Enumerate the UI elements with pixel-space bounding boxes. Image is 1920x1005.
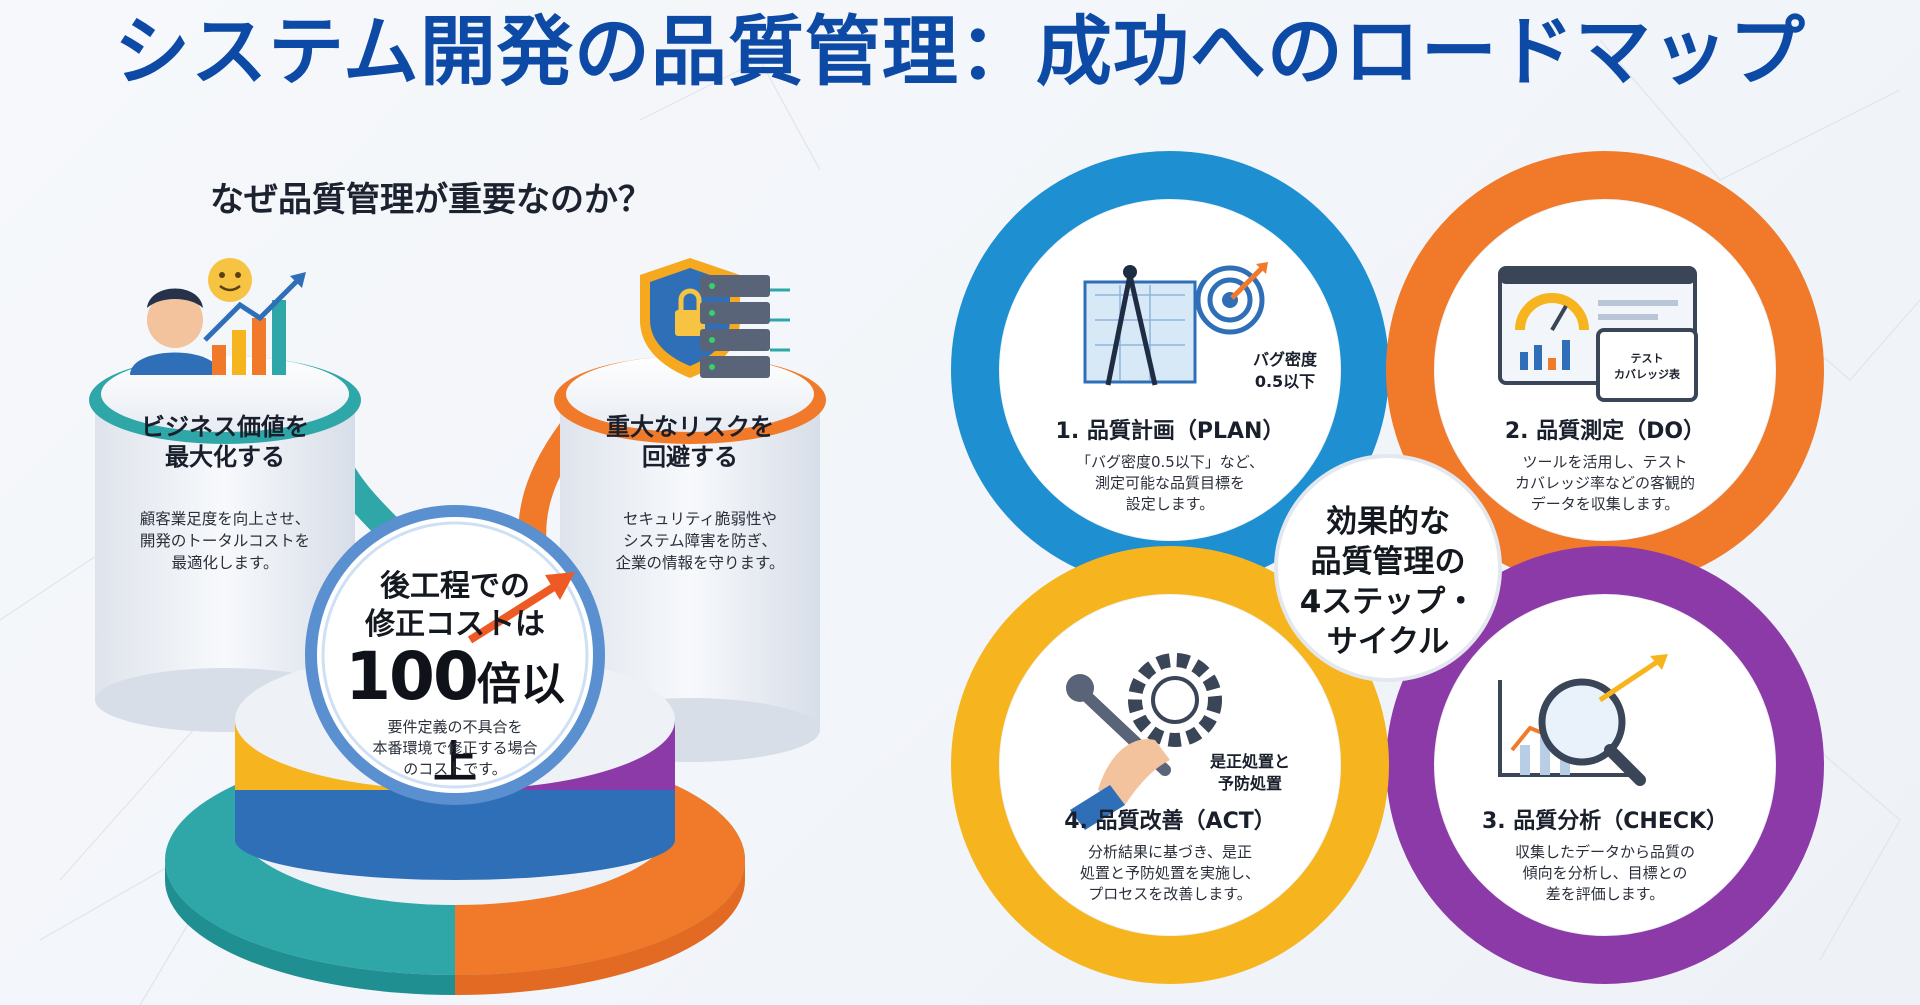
smile-icon	[208, 258, 252, 302]
up-arrow	[467, 576, 568, 644]
business-body-3: 最適化します。	[171, 554, 279, 572]
cost-line-1: 後工程での	[380, 569, 530, 604]
act-heading: 4. 品質改善（ACT）	[1064, 809, 1276, 834]
cost-line-2: 修正コストは	[365, 607, 545, 642]
act-icon-label-2: 予防処置	[1217, 774, 1282, 793]
cycle-center-3: 4ステップ・	[1299, 584, 1477, 620]
page-title: システム開発の品質管理：成功へのロードマップ	[114, 7, 1806, 96]
do-body-2: カバレッジ率などの客観的	[1514, 474, 1695, 492]
cost-number: 100	[345, 638, 479, 715]
plan-icon-label-1: バグ密度	[1252, 350, 1317, 369]
act-icon-label-1: 是正処置と	[1209, 752, 1290, 771]
ring-check	[1386, 546, 1824, 984]
target-icon	[1195, 262, 1268, 335]
cycle-center-1: 効果的な	[1326, 504, 1450, 540]
do-body-3: データを収集します。	[1530, 495, 1680, 513]
do-icon-label-2: カバレッジ表	[1614, 368, 1680, 381]
risk-body-3: 企業の情報を守ります。	[615, 554, 785, 572]
act-body-1: 分析結果に基づき、是正	[1088, 843, 1252, 861]
act-body-2: 処置と予防処置を実施し、	[1079, 864, 1260, 882]
business-heading-2: 最大化する	[165, 443, 285, 471]
cost-unit: 倍以上	[433, 659, 565, 788]
ring-act	[951, 546, 1389, 984]
disc-check	[1435, 595, 1775, 935]
plan-body-1: 「バグ密度0.5以下」など、	[1075, 453, 1265, 471]
blueprint-compass-icon	[1083, 265, 1197, 386]
plan-body-3: 設定します。	[1125, 495, 1215, 513]
shield-server-icon	[640, 258, 790, 378]
risk-heading-1: 重大なリスクを	[606, 413, 774, 441]
do-heading: 2. 品質測定（DO）	[1504, 419, 1706, 444]
cost-note-1: 要件定義の不具合を	[387, 718, 523, 736]
check-body-3: 差を評価します。	[1545, 885, 1665, 903]
check-body-2: 傾向を分析し、目標との	[1522, 864, 1688, 882]
gear-wrench-icon	[1066, 653, 1222, 830]
cycle-center-2: 品質管理の	[1310, 544, 1466, 580]
section-subtitle: なぜ品質管理が重要なのか？	[210, 180, 652, 220]
risk-heading-2: 回避する	[642, 443, 738, 471]
risk-body-1: セキュリティ脆弱性や	[622, 510, 778, 528]
do-icon-label-1: テスト	[1630, 352, 1664, 365]
cylinder-business	[89, 356, 361, 732]
cost-number-row: 100倍以上	[325, 642, 585, 798]
check-heading: 3. 品質分析（CHECK）	[1481, 809, 1729, 834]
business-body-2: 開発のトータルコストを	[139, 532, 311, 550]
person-chart-icon	[130, 272, 306, 375]
do-body-1: ツールを活用し、テスト	[1522, 453, 1688, 471]
business-body-1: 顧客業足度を向上させ、	[139, 510, 311, 528]
center-circle	[1274, 454, 1502, 682]
cycle-center-4: サイクル	[1326, 624, 1450, 660]
act-body-3: プロセスを改善します。	[1088, 885, 1252, 903]
business-heading-1: ビジネス価値を	[141, 413, 309, 441]
plan-body-2: 測定可能な品質目標を	[1094, 474, 1245, 492]
plan-icon-label-2: 0.5以下	[1254, 372, 1316, 391]
cost-note-3: のコストです。	[403, 760, 507, 778]
magnifier-chart-icon	[1498, 654, 1668, 786]
cost-note-2: 本番環境で修正する場合	[372, 739, 538, 757]
center-disc	[305, 505, 605, 805]
risk-body-2: システム障害を防ぎ、	[623, 532, 777, 550]
plan-heading: 1. 品質計画（PLAN）	[1055, 419, 1285, 444]
up-arrow-head	[545, 572, 575, 600]
tablet-icon	[1596, 328, 1698, 402]
check-body-1: 収集したデータから品質の	[1514, 843, 1695, 861]
